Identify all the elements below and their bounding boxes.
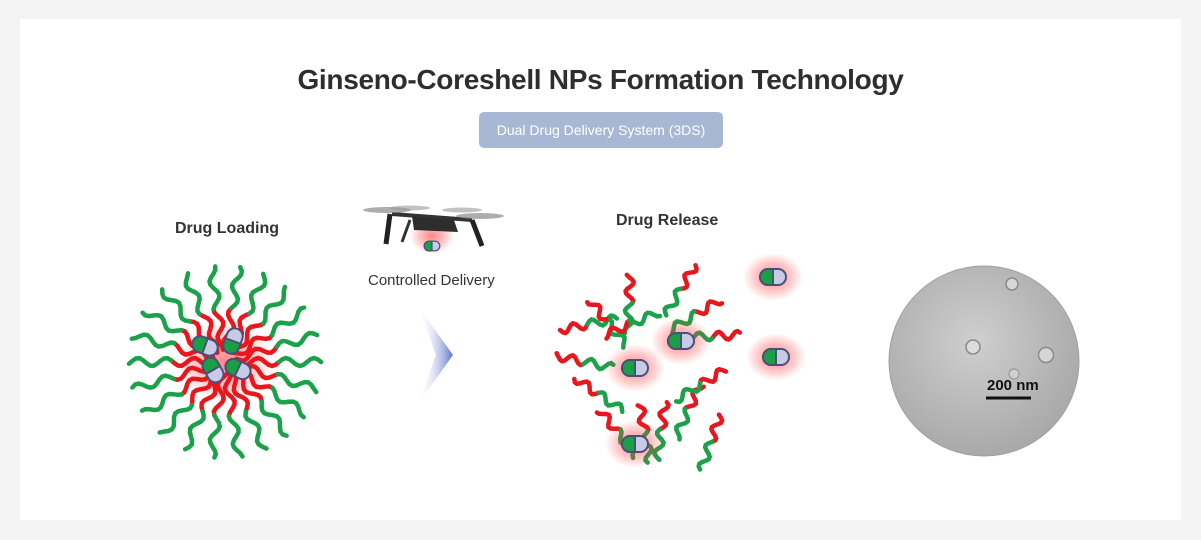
page-title: Ginseno-Coreshell NPs Formation Technolo… <box>297 64 904 95</box>
drug-release-illustration <box>554 253 806 472</box>
micrograph-image <box>888 265 1080 457</box>
drug-capsule-icon <box>762 348 790 366</box>
scale-bar-label: 200 nm <box>987 377 1039 394</box>
controlled-delivery-label: Controlled Delivery <box>368 272 495 289</box>
drone-icon <box>363 205 504 254</box>
drug-capsule-icon <box>759 268 787 286</box>
drug-capsule-icon <box>667 332 695 350</box>
drug-capsule-icon <box>621 359 649 377</box>
drug-loading-label: Drug Loading <box>175 220 279 237</box>
micelle-icon <box>126 264 324 460</box>
chevron-right-arrow-icon <box>418 306 453 404</box>
drug-release-label: Drug Release <box>616 212 719 229</box>
system-badge: Dual Drug Delivery System (3DS) <box>479 112 723 148</box>
drug-capsule-icon <box>621 435 649 453</box>
